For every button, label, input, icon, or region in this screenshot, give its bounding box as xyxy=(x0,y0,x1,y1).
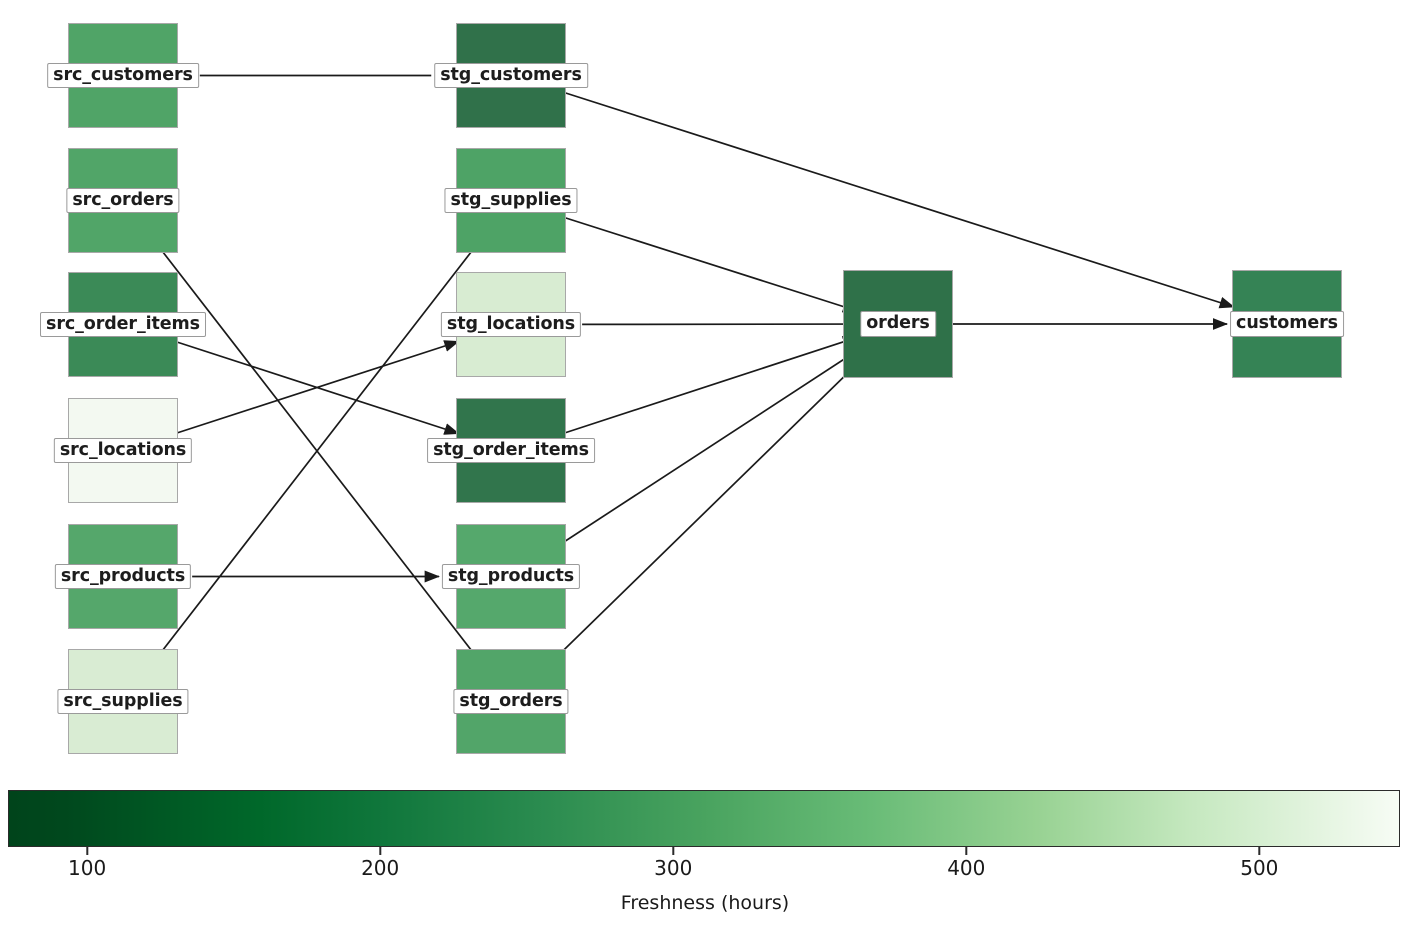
node-label-stg_locations: stg_locations xyxy=(440,311,582,338)
colorbar-tick-400 xyxy=(965,847,967,855)
node-label-customers: customers xyxy=(1230,311,1344,337)
node-label-stg_supplies: stg_supplies xyxy=(444,187,578,214)
colorbar-tick-label-200: 200 xyxy=(361,856,400,880)
node-label-stg_products: stg_products xyxy=(441,563,581,590)
node-label-orders: orders xyxy=(860,311,936,337)
node-label-src_orders: src_orders xyxy=(66,187,180,214)
colorbar-tick-300 xyxy=(672,847,674,855)
edge-stg_supplies-to-orders xyxy=(557,214,859,313)
edge-src_order_items-to-stg_order_items xyxy=(168,338,460,435)
colorbar-tick-200 xyxy=(379,847,381,855)
colorbar-tick-label-300: 300 xyxy=(654,856,693,880)
node-label-src_supplies: src_supplies xyxy=(57,688,189,715)
node-label-src_customers: src_customers xyxy=(47,62,199,89)
colorbar-gradient-bar xyxy=(8,790,1400,847)
colorbar-tick-500 xyxy=(1258,847,1261,855)
edge-stg_orders-to-orders xyxy=(525,340,882,688)
node-label-stg_orders: stg_orders xyxy=(453,688,569,715)
node-label-stg_customers: stg_customers xyxy=(434,62,588,89)
node-label-src_products: src_products xyxy=(54,563,192,590)
edge-src_locations-to-stg_locations xyxy=(168,340,460,437)
edge-layer xyxy=(133,74,1235,688)
freshness-colorbar[interactable]: 100 200 300 400 500 Freshness (hours) xyxy=(0,780,1410,926)
colorbar-axis-label: Freshness (hours) xyxy=(620,892,790,914)
colorbar-tick-label-500: 500 xyxy=(1240,856,1279,880)
edge-stg_order_items-to-orders xyxy=(556,336,859,437)
colorbar-tick-label-400: 400 xyxy=(947,856,986,880)
edge-group xyxy=(133,74,1235,688)
node-label-stg_order_items: stg_order_items xyxy=(427,437,595,464)
colorbar-tick-100 xyxy=(86,847,88,855)
colorbar-tick-label-100: 100 xyxy=(68,856,107,880)
node-label-src_locations: src_locations xyxy=(53,437,193,464)
node-label-src_order_items: src_order_items xyxy=(40,311,206,338)
